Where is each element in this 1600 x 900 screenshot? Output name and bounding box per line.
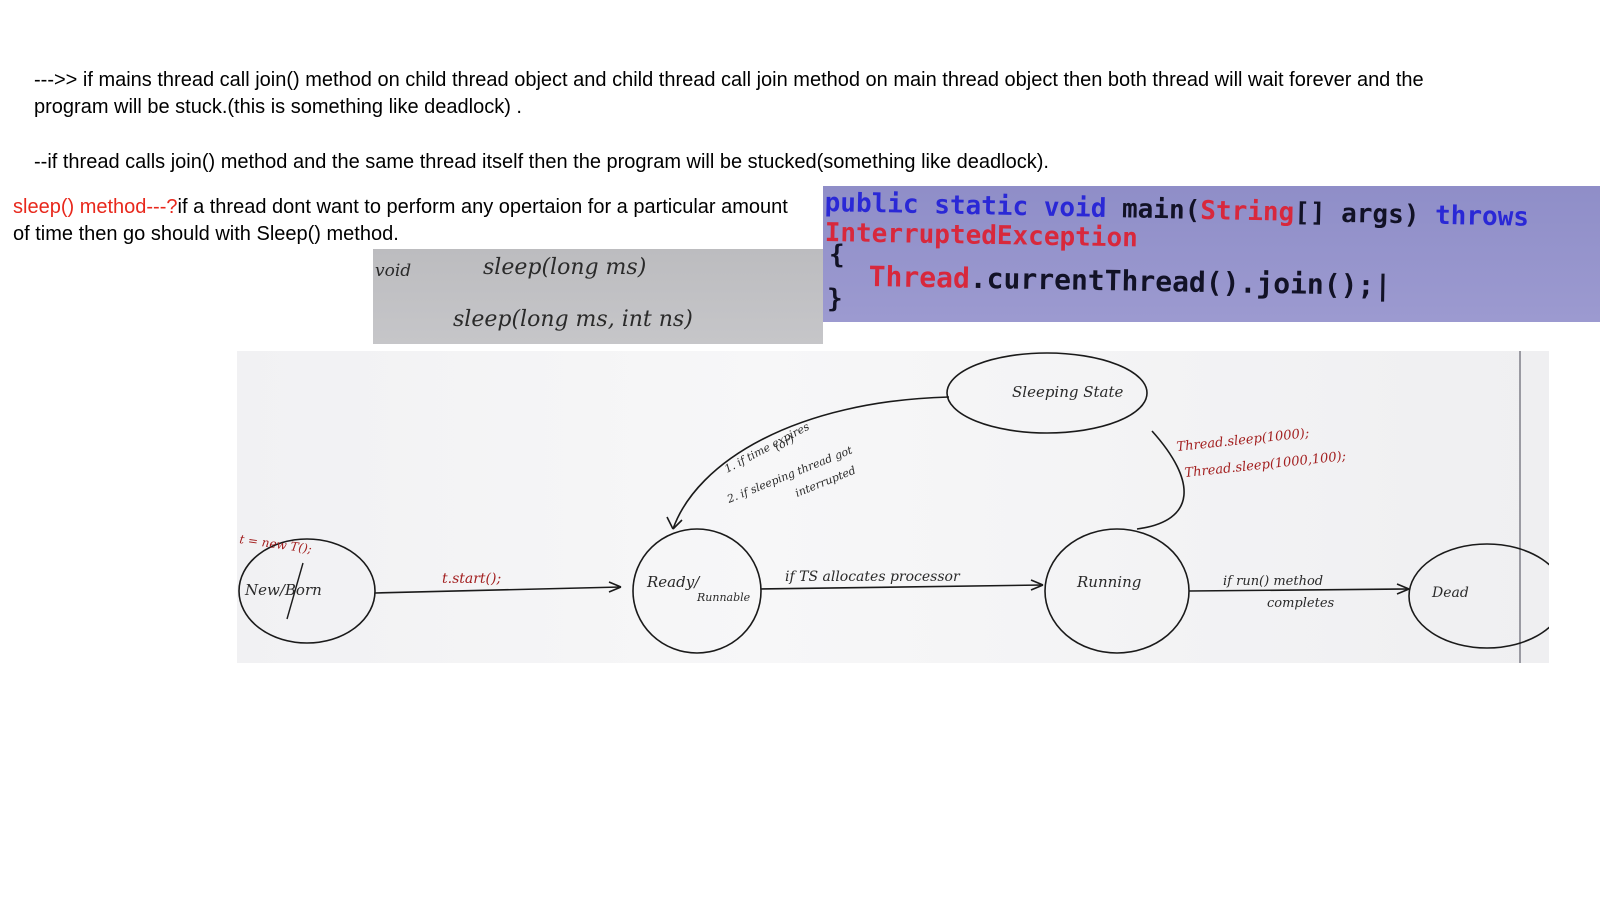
running-state-circle <box>1044 528 1190 654</box>
sleep-signature-1: sleep(long ms) <box>483 255 647 280</box>
new-born-state-circle <box>238 538 376 644</box>
start-label: t.start(); <box>442 571 501 587</box>
sleeping-to-ready-arc <box>672 396 950 530</box>
dead-state-circle <box>1408 543 1549 649</box>
ready-state-circle <box>632 528 762 654</box>
code-line-open-brace: { <box>829 240 845 270</box>
sleep-signatures-image: void sleep(long ms) sleep(long ms, int n… <box>373 249 823 344</box>
join-deadlock-note: --->> if mains thread call join() method… <box>34 69 1424 118</box>
dead-label: Dead <box>1431 585 1469 601</box>
running-to-sleeping-arc <box>1136 430 1185 530</box>
self-join-note: --if thread calls join() method and the … <box>34 151 1049 173</box>
code-line-join: Thread.currentThread().join();| <box>868 260 1392 303</box>
new-born-slash <box>286 562 304 620</box>
code-line-exception: InterruptedException <box>824 218 1139 254</box>
ready-label: Ready/ <box>646 573 701 591</box>
running-to-dead-arrowhead <box>1396 583 1410 595</box>
ready-to-running-arrowhead <box>1030 579 1044 591</box>
sleep-signature-2: sleep(long ms, int ns) <box>453 307 693 332</box>
ts-allocates-label: if TS allocates processor <box>785 569 961 585</box>
new-born-label: New/Born <box>244 581 322 599</box>
sleep-method-note: sleep() method---?if a thread dont want … <box>13 194 803 248</box>
code-screenshot: public static void main(String[] args) t… <box>823 186 1600 322</box>
sleeping-state-circle <box>946 352 1148 434</box>
sleeping-state-label: Sleeping State <box>1012 383 1124 401</box>
runnable-label: Runnable <box>696 591 751 604</box>
sleep-method-description: if a thread dont want to perform any ope… <box>13 196 788 245</box>
ready-to-running-arrow <box>760 584 1044 590</box>
sleep-call-label-1: Thread.sleep(1000); <box>1176 426 1310 455</box>
new-thread-label: t = new T(); <box>239 532 313 556</box>
sleep-method-label: sleep() method---? <box>13 196 178 218</box>
run-complete-label-1: if run() method <box>1223 574 1323 589</box>
sleeping-to-ready-arrowhead <box>666 516 683 530</box>
void-text: void <box>375 261 412 281</box>
thread-lifecycle-diagram: New/Born t = new T(); t.start(); Ready/ … <box>237 351 1549 663</box>
sleep-call-label-2: Thread.sleep(1000,100); <box>1184 449 1347 481</box>
running-to-dead-arrow <box>1188 588 1410 592</box>
running-label: Running <box>1076 573 1141 591</box>
start-arrowhead <box>608 581 622 593</box>
run-complete-label-2: completes <box>1267 596 1335 611</box>
start-transition-arrow <box>374 586 622 594</box>
code-line-close-brace: } <box>827 284 843 314</box>
